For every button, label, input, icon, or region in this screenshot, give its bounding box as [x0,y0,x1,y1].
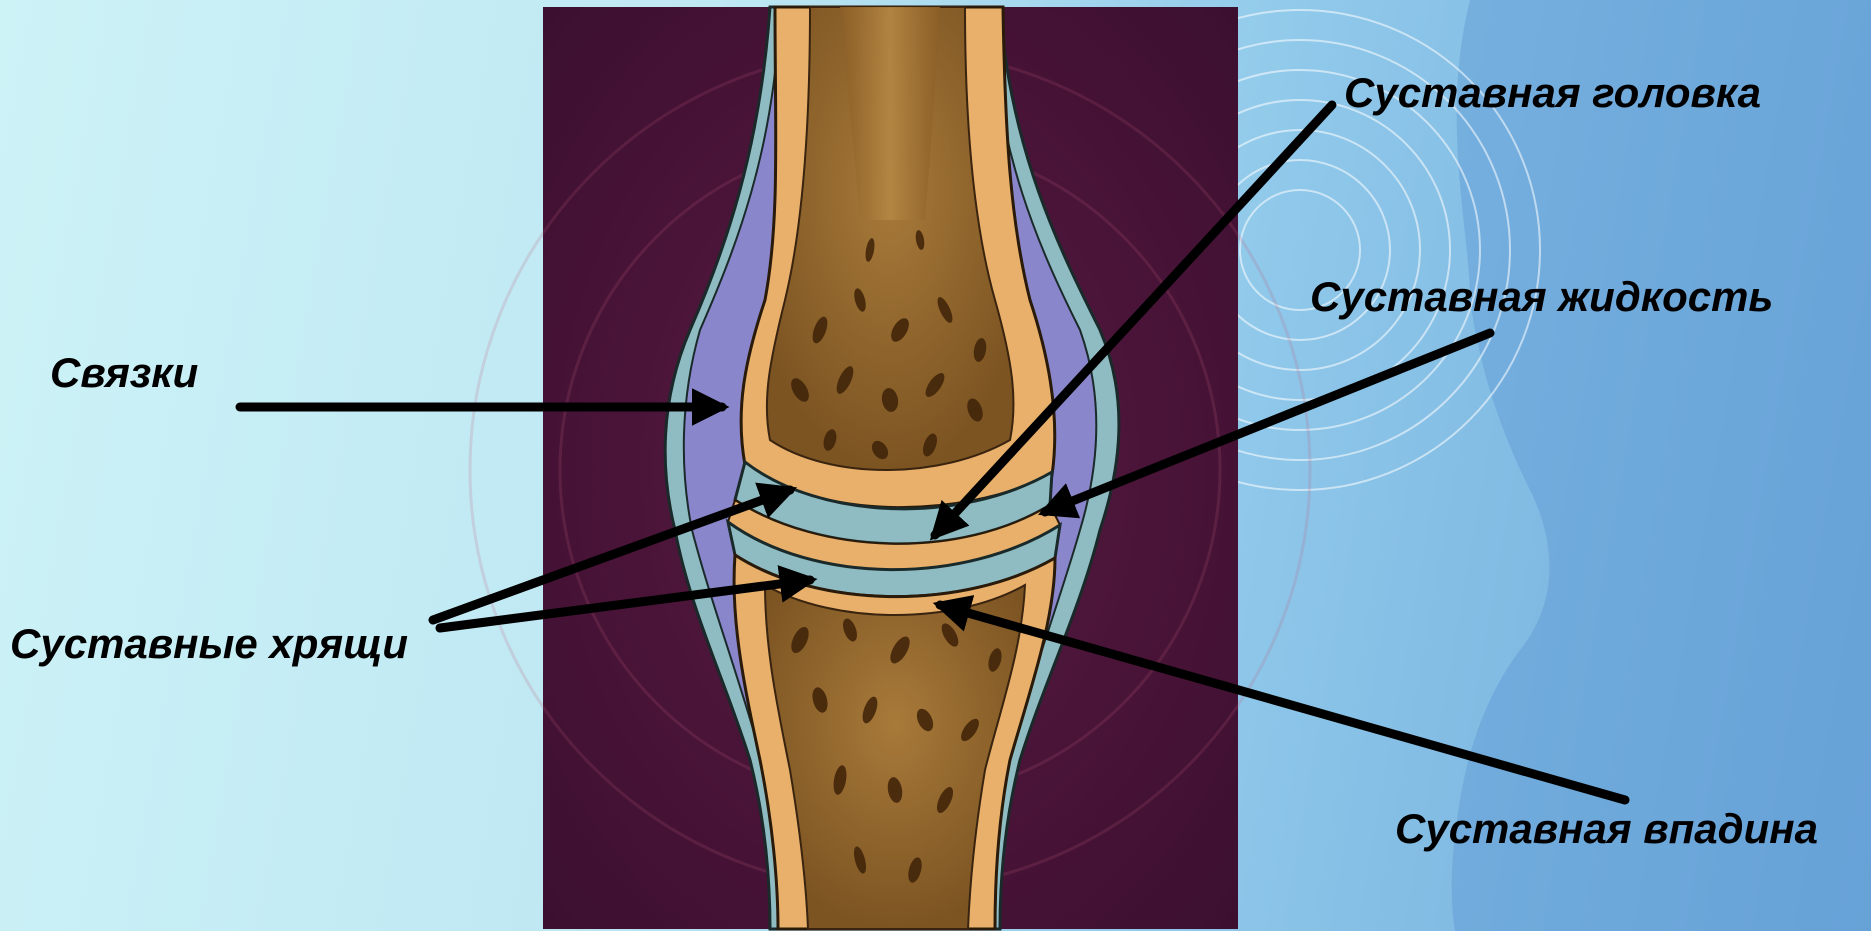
label-ligaments: Связки [50,352,198,394]
head-silhouette-icon [1452,0,1871,931]
label-joint-socket: Суставная впадина [1395,808,1818,850]
label-joint-cartilages: Суставные хрящи [10,623,408,665]
label-joint-head: Суставная головка [1344,72,1761,114]
label-joint-fluid: Суставная жидкость [1310,276,1773,318]
